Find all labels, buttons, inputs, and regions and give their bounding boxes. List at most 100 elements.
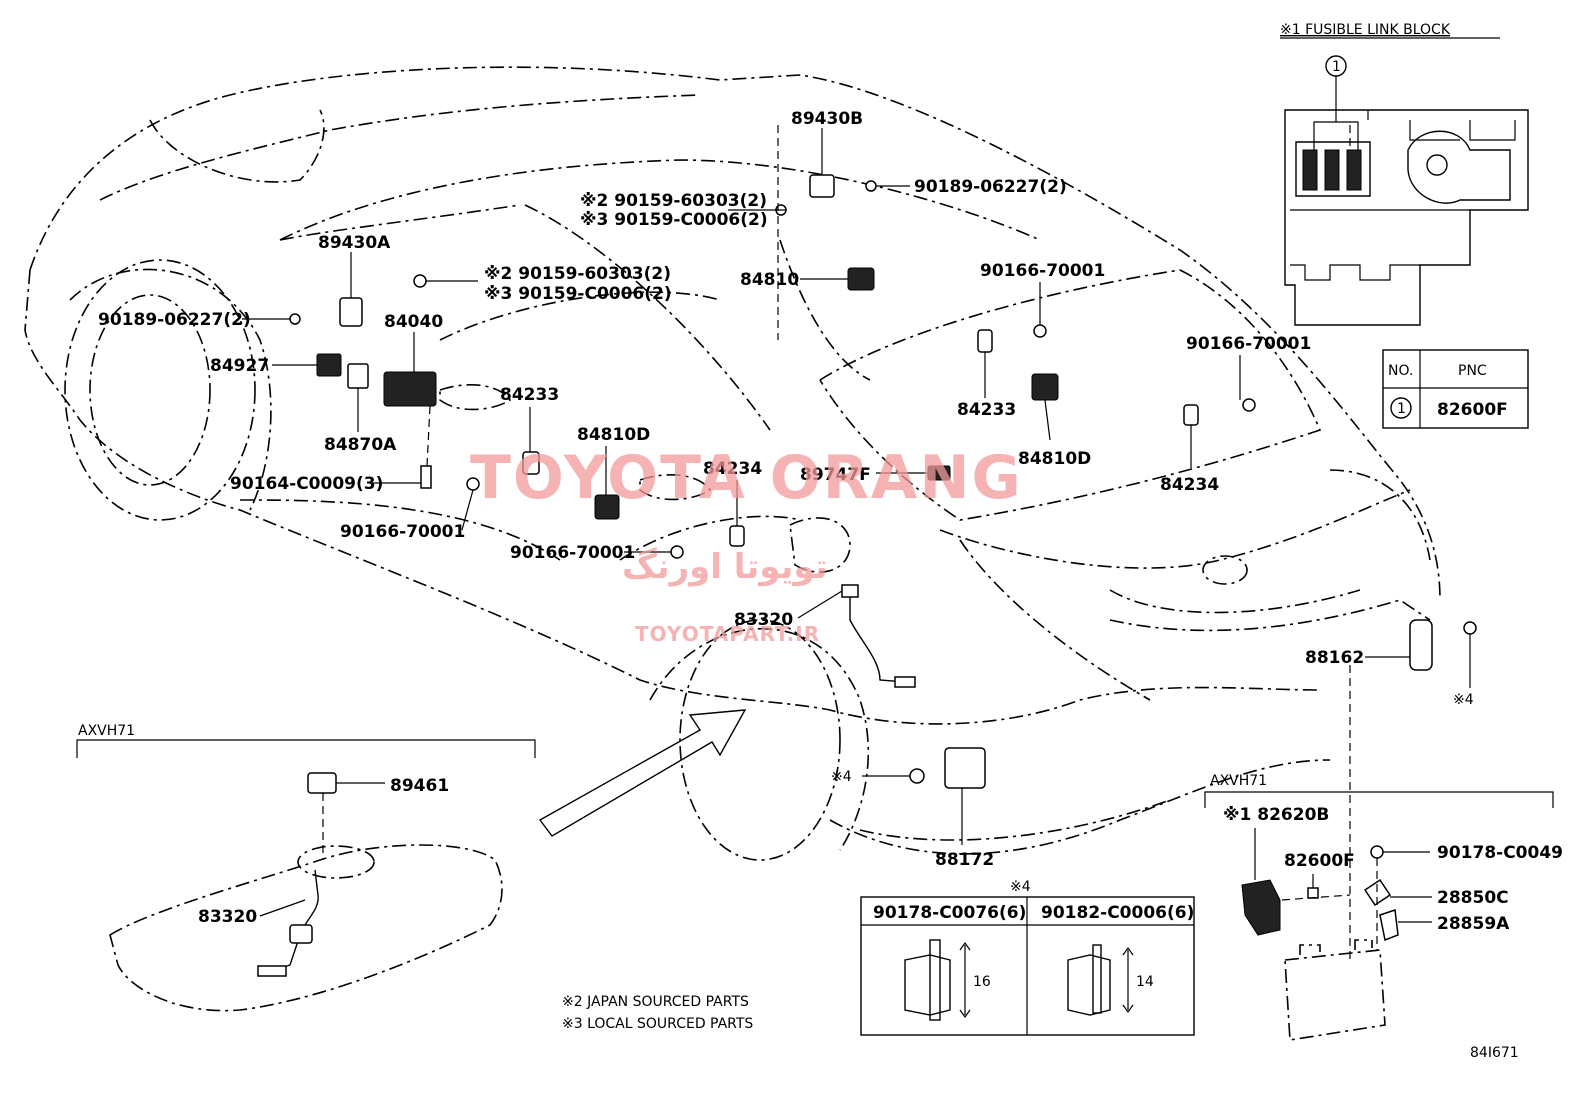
inset-left: AXVH71 89461 83320	[76, 723, 536, 1012]
inset-right: AXVH71 ※1 82620B 82600F 90178-C0049 2885…	[1204, 773, 1563, 1041]
label-90159-top-b: ※3 90159-C0006(2)	[580, 210, 768, 230]
note-local-sourced: ※3 LOCAL SOURCED PARTS	[562, 1016, 753, 1032]
watermark-site: TOYOTAPART.IR	[635, 622, 820, 646]
fusible-circle-no: 1	[1332, 59, 1341, 75]
pnc-row-pnc: 82600F	[1437, 400, 1508, 420]
fuse-1	[1302, 149, 1318, 191]
switch-84040	[383, 371, 437, 407]
pnc-row-circle-icon	[1390, 397, 1412, 419]
label-82620B: ※1 82620B	[1223, 805, 1329, 825]
label-90159-mid-a: ※2 90159-60303(2)	[484, 264, 671, 284]
switch-84810	[847, 267, 875, 291]
switch-84233-a	[522, 451, 540, 475]
pointer-arrow-icon	[538, 709, 747, 837]
nut-icon-2	[1067, 954, 1111, 1016]
inset-left-title: AXVH71	[78, 723, 135, 739]
fastener-col1: 90178-C0076(6)	[873, 903, 1026, 923]
clip-90189-top	[865, 180, 877, 192]
fuse-2	[1324, 149, 1340, 191]
pnc-table-header-no: NO.	[1388, 363, 1413, 379]
switch-84234-a	[729, 525, 745, 547]
switch-84233-b	[977, 329, 993, 353]
label-88172: 88172	[935, 850, 994, 870]
car-body-outline	[24, 66, 1441, 861]
fuel-tank	[109, 844, 503, 1012]
label-84233-a: 84233	[500, 385, 559, 405]
label-84233-b: 84233	[957, 400, 1016, 420]
bolt-90166-d	[1242, 398, 1256, 412]
fusible-block-title: ※1 FUSIBLE LINK BLOCK	[1280, 22, 1451, 38]
bolt-90164	[420, 465, 432, 489]
leader-lines	[242, 120, 1471, 960]
cover-28859A	[1379, 908, 1399, 942]
label-90189-top: 90189-06227(2)	[914, 177, 1067, 197]
watermark-main: TOYOTA ORANG	[470, 443, 1023, 513]
block-82620B	[1241, 879, 1281, 936]
fastener-note: ※4	[1010, 879, 1031, 895]
label-84927: 84927	[210, 356, 269, 376]
label-90166-d: 90166-70001	[1186, 334, 1311, 354]
fuse-82600F	[1307, 887, 1319, 899]
label-90159-top-a: ※2 90159-60303(2)	[580, 191, 767, 211]
pnc-row-no: 1	[1397, 401, 1406, 417]
label-84810D-b: 84810D	[1018, 449, 1091, 469]
nut-icon-1	[904, 954, 951, 1016]
watermark: TOYOTA ORANG تویوتا اورنگ TOYOTAPART.IR	[470, 443, 1023, 646]
label-89430A: 89430A	[318, 233, 391, 253]
nut-90178-C0049	[1370, 845, 1384, 859]
nut-1-flange	[929, 939, 941, 1021]
label-84810D-a: 84810D	[577, 425, 650, 445]
label-90189-left: 90189-06227(2)	[98, 310, 251, 330]
nut-2-flange	[1092, 944, 1102, 1014]
label-note4-right: ※4	[1453, 692, 1474, 708]
harness-83320-tank	[274, 869, 319, 971]
pnc-table: NO. PNC 1 82600F	[1382, 349, 1529, 429]
label-84870A: 84870A	[324, 435, 397, 455]
nut-right	[1463, 621, 1477, 635]
fusible-link-block: ※1 FUSIBLE LINK BLOCK 1	[1280, 22, 1529, 326]
clip-90189-left	[289, 313, 301, 325]
battery	[1284, 949, 1386, 1041]
note-japan-sourced: ※2 JAPAN SOURCED PARTS	[562, 994, 749, 1010]
harness-83320-end	[894, 676, 916, 688]
label-84810: 84810	[740, 270, 799, 290]
inset-right-title: AXVH71	[1210, 773, 1267, 789]
figure-id: 84I671	[1470, 1045, 1519, 1061]
sensor-89430B	[809, 174, 835, 198]
label-83320-tank: 83320	[198, 907, 257, 927]
sensor-89461	[307, 772, 337, 794]
label-90166-a: 90166-70001	[340, 522, 465, 542]
parts-layer	[289, 174, 1477, 837]
sensor-88172	[944, 747, 986, 789]
label-28850C: 28850C	[1437, 888, 1509, 908]
part-84870A	[347, 363, 369, 389]
harness-83320	[849, 590, 906, 683]
fastener-col2: 90182-C0006(6)	[1041, 903, 1194, 923]
sensor-89430A	[339, 297, 363, 327]
bolt-90166-c	[1033, 324, 1047, 338]
relay-84927	[316, 353, 342, 377]
label-89461: 89461	[390, 776, 449, 796]
label-84234-b: 84234	[1160, 475, 1219, 495]
label-88162: 88162	[1305, 648, 1364, 668]
switch-84810D-a	[594, 494, 620, 520]
label-note4-mid: ※4	[831, 769, 852, 785]
label-84040: 84040	[384, 312, 443, 332]
fastener-dim1: 16	[973, 974, 991, 990]
label-84234-a: 84234	[703, 459, 762, 479]
label-89747F: 89747F	[800, 465, 871, 485]
switch-84810D-b	[1031, 373, 1059, 401]
fuse-3	[1346, 149, 1362, 191]
label-90159-mid-b: ※3 90159-C0006(2)	[484, 284, 672, 304]
harness-83320-connector	[841, 584, 859, 598]
label-90166-c: 90166-70001	[980, 261, 1105, 281]
switch-84234-b	[1183, 404, 1199, 426]
harness-83320-tank-connector	[289, 924, 313, 944]
pnc-table-header-pnc: PNC	[1458, 363, 1487, 379]
footnotes: ※2 JAPAN SOURCED PARTS ※3 LOCAL SOURCED …	[562, 994, 1519, 1061]
label-28859A: 28859A	[1437, 914, 1510, 934]
label-82600F: 82600F	[1284, 851, 1355, 871]
label-90166-b: 90166-70001	[510, 543, 635, 563]
fastener-dim2: 14	[1136, 974, 1154, 990]
